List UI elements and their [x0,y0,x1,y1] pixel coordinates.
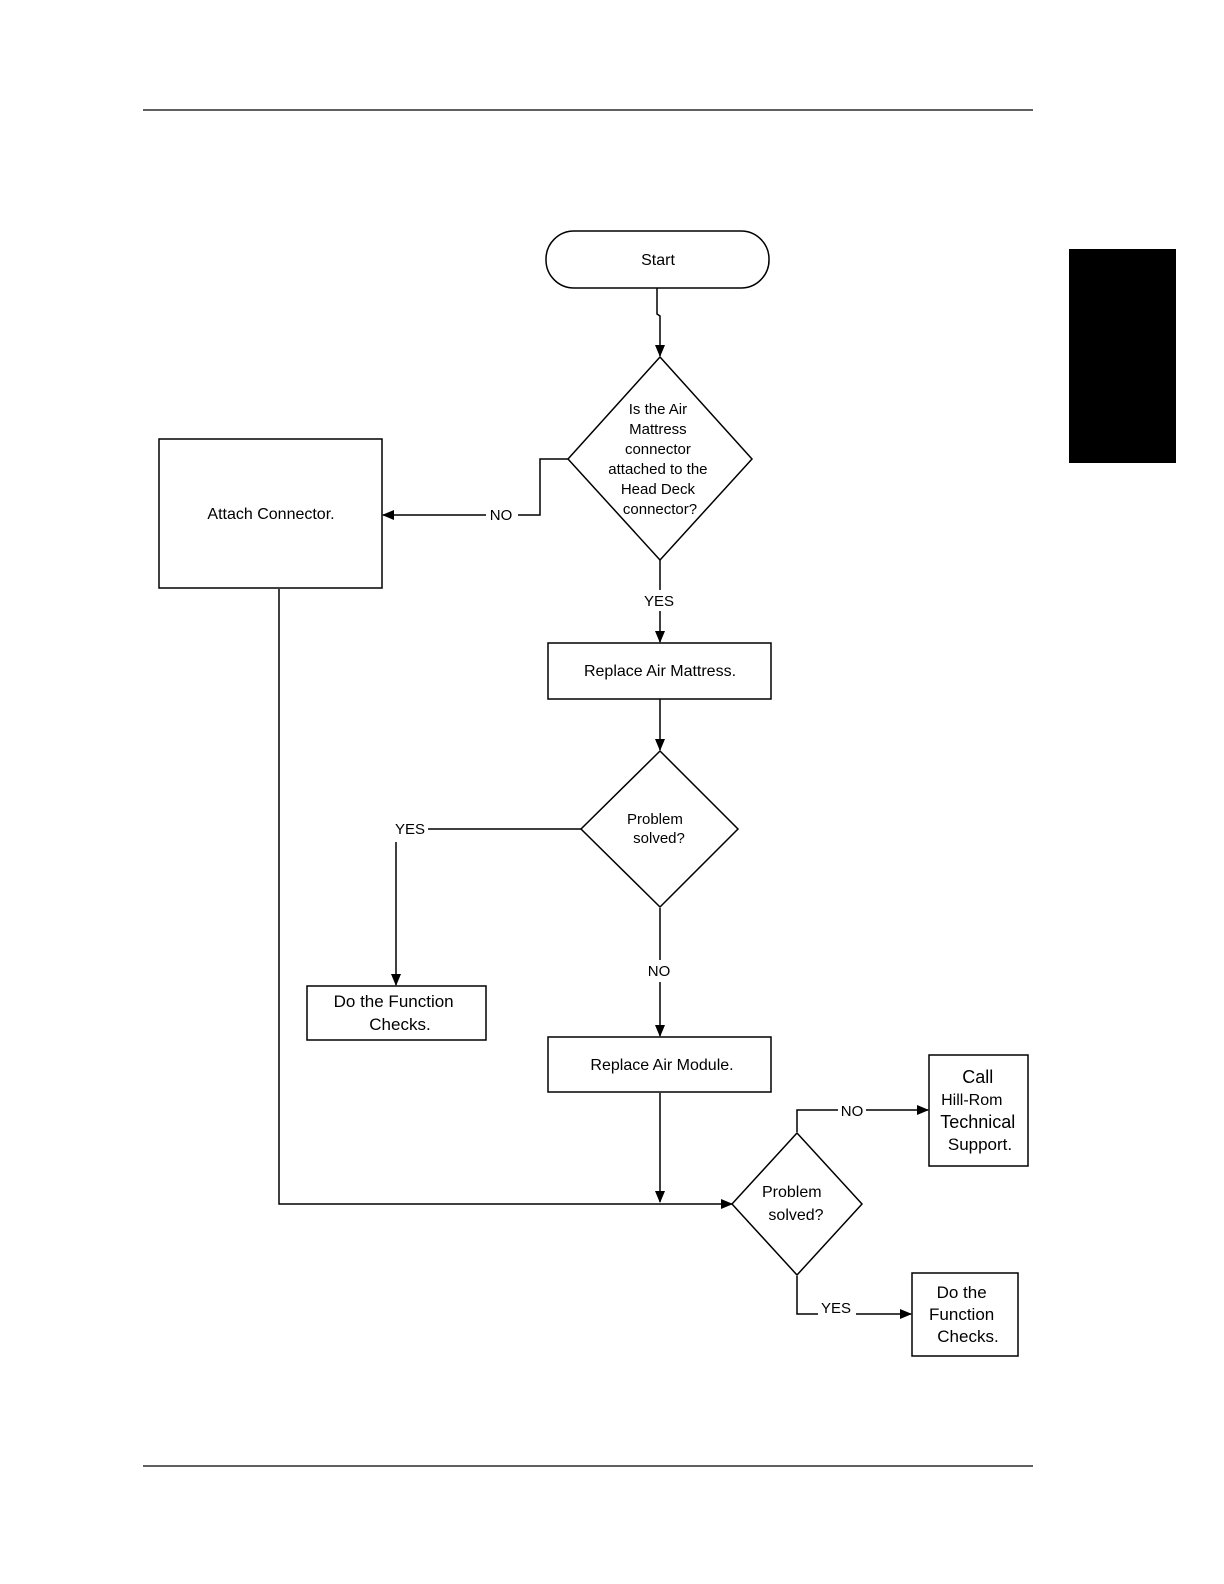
replace-mattress-label: Replace Air Mattress. [584,663,736,680]
label-yes-2: YES [395,821,425,838]
label-yes-3: YES [821,1300,851,1317]
label-no-1: NO [490,507,513,524]
start-label: Start [641,252,675,269]
decision-connector-attached [568,357,752,560]
function-checks-2-text: Do the Function Checks. [929,1283,999,1346]
connector-decision3-no [797,1110,838,1132]
side-tab [1069,249,1176,463]
connector-decision1-no [518,459,568,515]
replace-module-label: Replace Air Module. [590,1057,733,1074]
attach-connector-label: Attach Connector. [207,506,334,523]
label-no-3: NO [841,1103,864,1120]
connector-decision3-yes [797,1276,818,1314]
label-yes-1: YES [644,593,674,610]
label-no-2: NO [648,963,671,980]
decision-problem-solved-2 [732,1133,862,1275]
connector-start-to-decision [657,288,660,356]
decision-problem-solved-1 [581,751,738,907]
